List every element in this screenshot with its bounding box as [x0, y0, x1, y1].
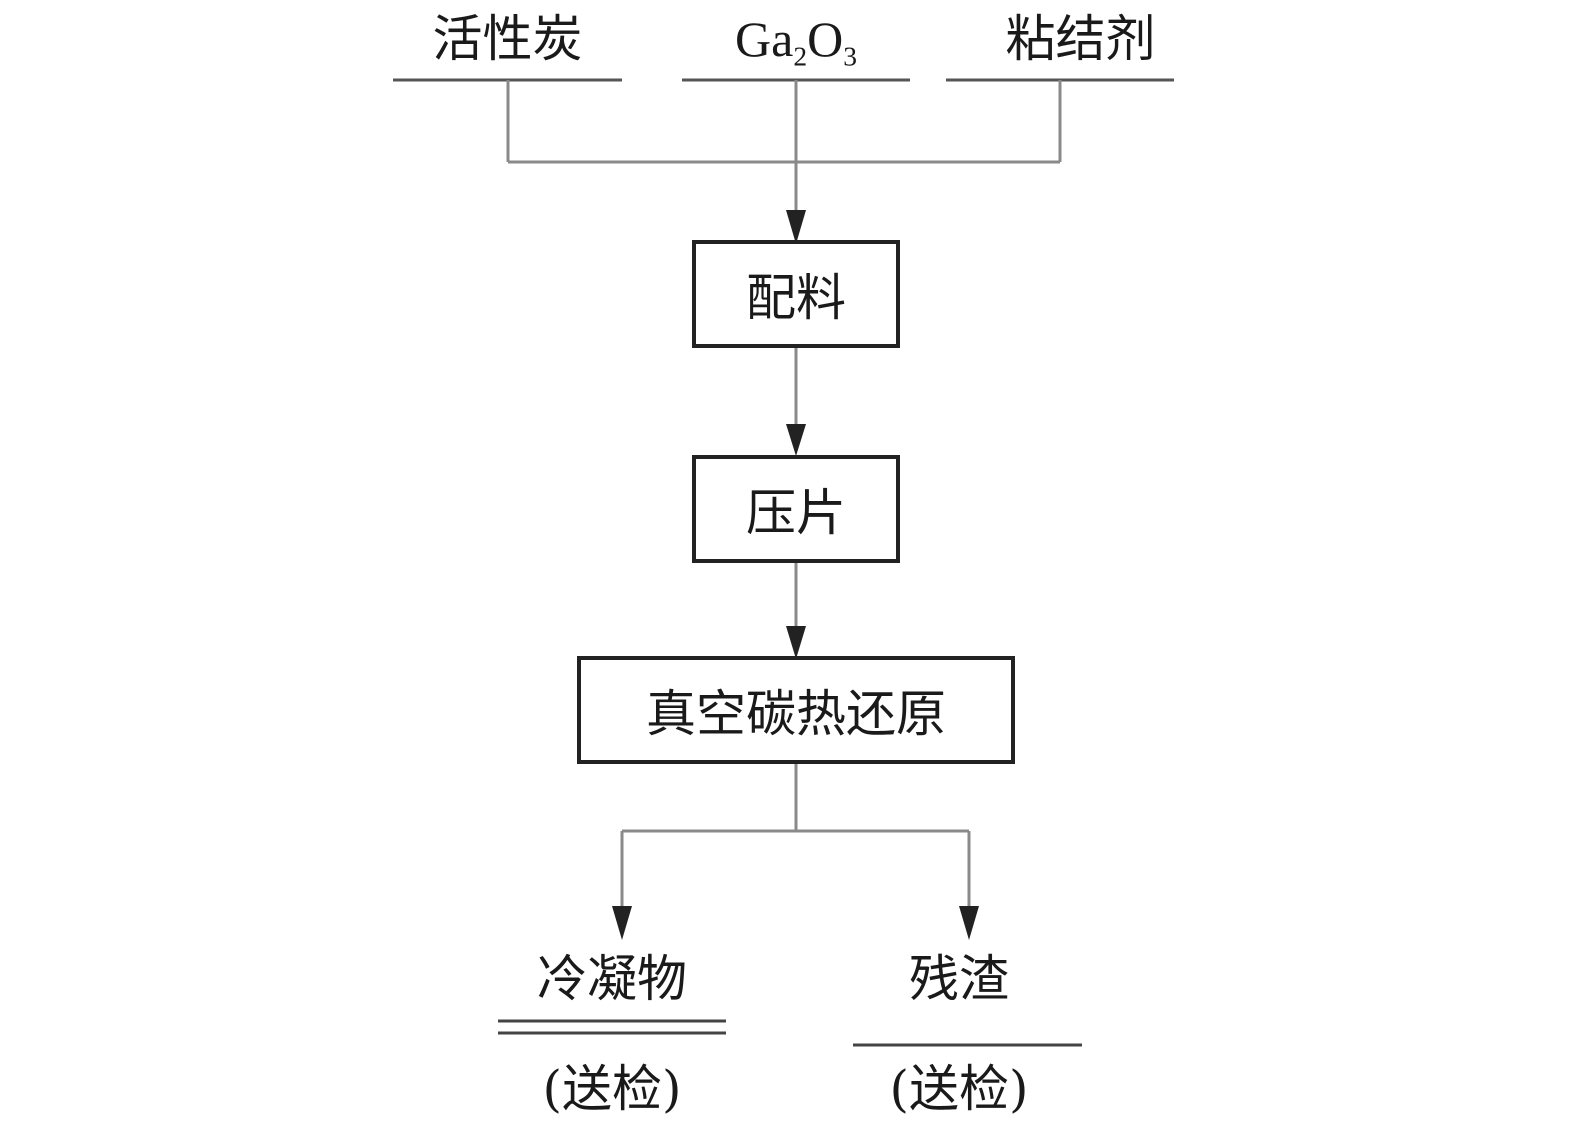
- formula-o: O: [807, 11, 844, 67]
- formula-sub-2: 2: [793, 40, 808, 72]
- input-gallium-oxide: Ga2O3: [682, 11, 910, 70]
- input-binder: 粘结剂: [1005, 10, 1156, 68]
- output-residue-note: (送检): [889, 1060, 1029, 1118]
- step-pressing-box: 压片: [692, 455, 900, 563]
- arrowhead-to-condensate: [612, 906, 632, 940]
- formula-sub-3: 3: [843, 40, 857, 72]
- output-condensate-note: (送检): [542, 1060, 682, 1118]
- arrowhead-to-residue: [959, 906, 979, 940]
- input-activated-carbon: 活性炭: [432, 10, 583, 68]
- step-vacuum-reduction-label: 真空碳热还原: [646, 685, 946, 743]
- arrowhead-to-batching: [786, 210, 806, 244]
- output-condensate: 冷凝物: [537, 950, 687, 1008]
- arrowhead-to-reduction: [786, 626, 806, 659]
- step-pressing-label: 压片: [746, 484, 846, 542]
- step-batching-label: 配料: [746, 269, 846, 327]
- output-residue: 残渣: [909, 950, 1009, 1008]
- arrowhead-to-pressing: [786, 424, 806, 456]
- step-batching-box: 配料: [692, 240, 900, 348]
- formula-ga: Ga: [735, 11, 794, 67]
- step-vacuum-reduction-box: 真空碳热还原: [577, 656, 1015, 764]
